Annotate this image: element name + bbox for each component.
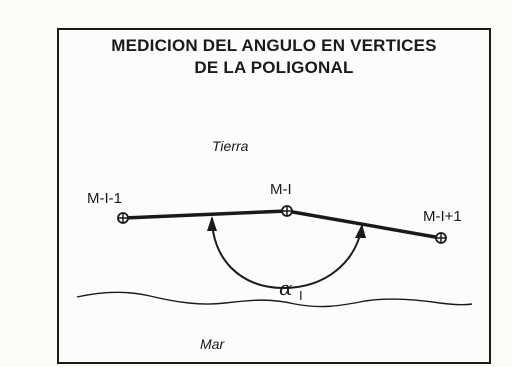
angle-arc bbox=[211, 217, 363, 290]
leg-right bbox=[285, 209, 443, 240]
sea-label: Mar bbox=[200, 336, 225, 352]
title-line-2: DE LA POLIGONAL bbox=[194, 58, 354, 77]
angle-symbol: α bbox=[279, 276, 293, 300]
angle-subscript: I bbox=[299, 288, 303, 303]
station-marker-center bbox=[281, 205, 293, 217]
arc-arrow-left bbox=[207, 216, 217, 231]
station-label-center: M-I bbox=[270, 181, 292, 198]
station-marker-left bbox=[117, 212, 129, 224]
land-label: Tierra bbox=[212, 138, 249, 154]
figure-frame bbox=[57, 28, 491, 364]
title-line-1: MEDICION DEL ANGULO EN VERTICES bbox=[111, 36, 437, 55]
station-marker-right bbox=[435, 232, 447, 244]
station-label-right: M-I+1 bbox=[423, 208, 462, 225]
leg-left bbox=[121, 209, 289, 220]
station-label-left: M-I-1 bbox=[87, 190, 122, 207]
arc-arrow-right bbox=[355, 224, 366, 238]
coastline bbox=[76, 291, 473, 308]
